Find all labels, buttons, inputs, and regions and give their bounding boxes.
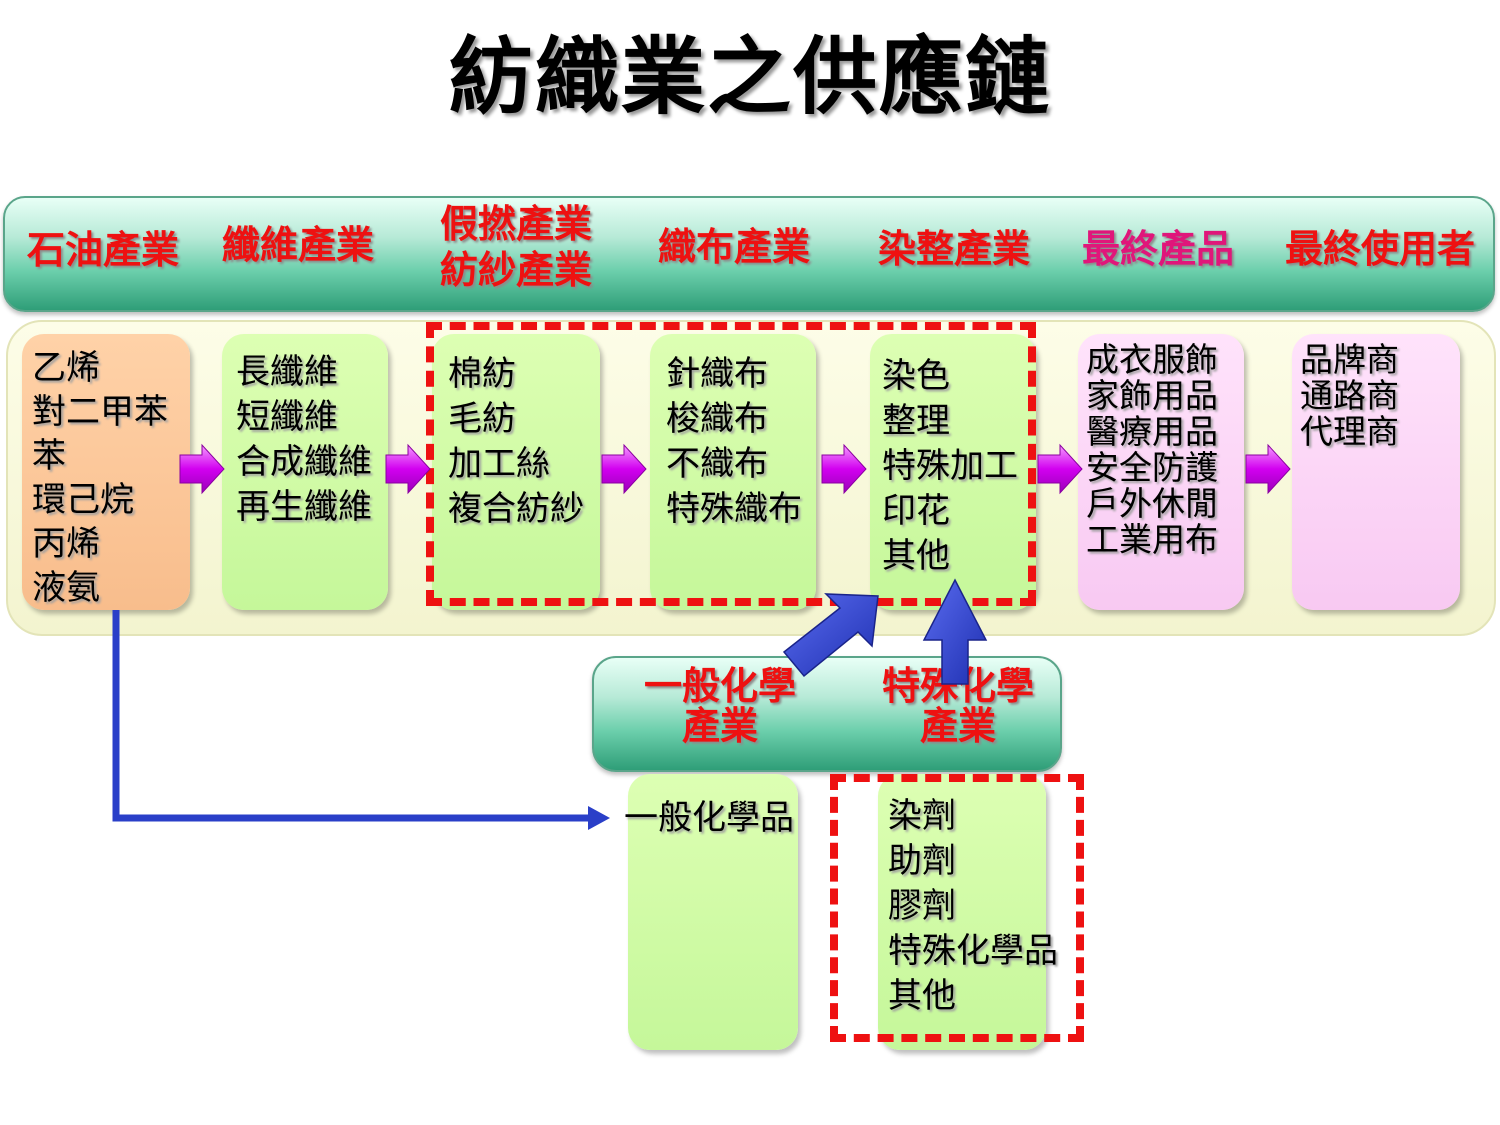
list-item: 染色 <box>882 356 950 396</box>
list-item: 成衣服飾 <box>1086 340 1218 379</box>
list-item: 醫療用品 <box>1086 412 1218 451</box>
list-item: 複合紡紗 <box>448 489 584 529</box>
fiber-list: 長纖維 短纖維 合成纖維 再生纖維 <box>222 334 388 530</box>
header-general-chemical-label-1: 一般化學 <box>643 664 796 708</box>
dyeing-box: 染色 整理 特殊加工 印花 其他 <box>870 334 1036 610</box>
header-spinning-label-2: 紡紗產業 <box>439 248 592 292</box>
midstream-highlight-frame <box>426 322 1036 606</box>
header-special-chemical: 特殊化學 產業 <box>848 666 1068 746</box>
special-chemical-list: 染劑 助劑 膠劑 特殊化學品 其他 <box>878 774 1058 1019</box>
header-end-users-label: 最終使用者 <box>1284 227 1475 271</box>
header-spinning: 假撚產業 紡紗產業 <box>418 201 614 293</box>
list-item: 一般化學品 <box>624 798 794 838</box>
header-special-chemical-label-1: 特殊化學 <box>881 664 1034 708</box>
list-item: 膠劑 <box>888 886 956 926</box>
list-item: 長纖維 <box>236 352 338 392</box>
special-chemical-box: 染劑 助劑 膠劑 特殊化學品 其他 <box>878 774 1058 1050</box>
fiber-box: 長纖維 短纖維 合成纖維 再生纖維 <box>222 334 388 610</box>
list-item: 戶外休閒 <box>1086 484 1218 523</box>
spinning-box: 棉紡 毛紡 加工絲 複合紡紗 <box>432 334 600 610</box>
list-item: 再生纖維 <box>236 487 372 527</box>
list-item: 特殊化學品 <box>888 931 1058 971</box>
header-weaving: 織布產業 <box>636 224 832 270</box>
list-item: 對二甲苯 <box>32 392 168 432</box>
list-item: 環己烷 <box>32 480 134 520</box>
petroleum-list: 乙烯 對二甲苯 苯 環己烷 丙烯 液氨 <box>22 334 190 610</box>
petroleum-box: 乙烯 對二甲苯 苯 環己烷 丙烯 液氨 <box>22 334 190 610</box>
list-item: 助劑 <box>888 841 956 881</box>
list-item: 合成纖維 <box>236 442 372 482</box>
list-item: 染劑 <box>888 796 956 836</box>
end-users-list: 品牌商 通路商 代理商 <box>1292 334 1460 450</box>
list-item: 液氨 <box>32 568 100 608</box>
header-weaving-label: 織布產業 <box>657 225 810 269</box>
page-title: 紡織業之供應鏈 <box>448 28 1051 126</box>
final-products-list: 成衣服飾 家飾用品 醫療用品 安全防護 戶外休閒 工業用布 <box>1078 334 1244 558</box>
list-item: 品牌商 <box>1300 340 1399 379</box>
end-users-box: 品牌商 通路商 代理商 <box>1292 334 1460 610</box>
weaving-box: 針織布 梭織布 不織布 特殊織布 <box>650 334 816 610</box>
weaving-list: 針織布 梭織布 不織布 特殊織布 <box>650 334 816 532</box>
header-general-chemical: 一般化學 產業 <box>610 666 830 746</box>
list-item: 家飾用品 <box>1086 376 1218 415</box>
list-item: 短纖維 <box>236 397 338 437</box>
list-item: 不織布 <box>666 444 768 484</box>
industry-header-band <box>3 196 1495 312</box>
list-item: 印花 <box>882 491 950 531</box>
header-dyeing-label: 染整產業 <box>877 227 1030 271</box>
list-item: 特殊加工 <box>882 446 1018 486</box>
header-final-products: 最終產品 <box>1060 226 1256 272</box>
header-spinning-label-1: 假撚產業 <box>439 202 592 246</box>
list-item: 毛紡 <box>448 399 516 439</box>
list-item: 梭織布 <box>666 399 768 439</box>
list-item: 其他 <box>888 976 956 1016</box>
header-fiber: 纖維產業 <box>200 222 396 268</box>
list-item: 其他 <box>882 536 950 576</box>
list-item: 苯 <box>32 436 66 476</box>
general-chemical-list: 一般化學品 <box>624 774 798 840</box>
list-item: 針織布 <box>666 354 768 394</box>
list-item: 加工絲 <box>448 444 550 484</box>
spinning-list: 棉紡 毛紡 加工絲 複合紡紗 <box>432 334 600 532</box>
list-item: 丙烯 <box>32 524 100 564</box>
list-item: 安全防護 <box>1086 448 1218 487</box>
dyeing-list: 染色 整理 特殊加工 印花 其他 <box>870 334 1036 579</box>
list-item: 代理商 <box>1300 412 1399 451</box>
header-general-chemical-label-2: 產業 <box>681 704 758 748</box>
general-chemical-box: 一般化學品 <box>624 774 798 1050</box>
list-item: 通路商 <box>1300 376 1399 415</box>
list-item: 棉紡 <box>448 354 516 394</box>
header-final-products-label: 最終產品 <box>1081 227 1234 271</box>
header-fiber-label: 纖維產業 <box>221 223 374 267</box>
petroleum-to-chemical-connector <box>112 610 610 830</box>
header-petroleum-label: 石油產業 <box>26 228 179 272</box>
header-special-chemical-label-2: 產業 <box>919 704 996 748</box>
header-end-users: 最終使用者 <box>1268 226 1492 272</box>
list-item: 特殊織布 <box>666 489 802 529</box>
header-dyeing: 染整產業 <box>856 226 1052 272</box>
list-item: 整理 <box>882 401 950 441</box>
final-products-box: 成衣服飾 家飾用品 醫療用品 安全防護 戶外休閒 工業用布 <box>1078 334 1244 610</box>
list-item: 工業用布 <box>1086 520 1218 559</box>
list-item: 乙烯 <box>32 348 100 388</box>
special-chemical-highlight-frame <box>830 774 1084 1042</box>
header-petroleum: 石油產業 <box>8 227 198 273</box>
